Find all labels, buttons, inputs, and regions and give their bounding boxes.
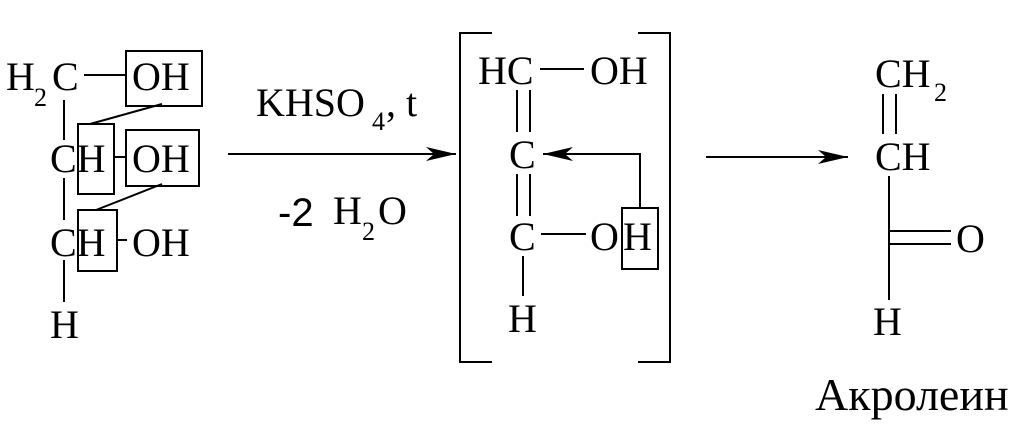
glycerol-ch2: CH (50, 136, 106, 181)
intermediate-structure: HC OH C C O H H (459, 32, 671, 363)
intermediate-c-bot: C (509, 214, 536, 259)
intermediate-oh-bot-h: H (623, 214, 652, 259)
glycerol-oh2: OH (132, 136, 190, 181)
minus-coefficient: -2 (278, 191, 314, 235)
acrolein-ch2-main: CH (875, 51, 931, 96)
intermediate-oh-bot-o: O (590, 214, 619, 259)
elimination-link-1 (89, 103, 163, 125)
reagent-subscript: 4 (372, 107, 385, 136)
glycerol-ch3: CH (50, 220, 106, 265)
intermediate-hc: HC (478, 48, 534, 93)
intermediate-oh-top: OH (590, 48, 648, 93)
reagent-tail: , t (386, 80, 417, 125)
acrolein-h: H (873, 299, 902, 344)
reaction-arrow-1-group: KHSO 4 , t -2 H 2 O (228, 80, 456, 246)
glycerol-oh3: OH (132, 220, 190, 265)
glycerol-structure: H 2 C OH CH OH CH OH H (6, 50, 203, 347)
acrolein-ch2-subscript: 2 (934, 78, 947, 107)
bracket-right (638, 32, 671, 363)
water-h: H (333, 188, 362, 233)
glycerol-h2c-h: H (6, 54, 35, 99)
acrolein-ch: CH (875, 134, 931, 179)
elimination-link-2 (95, 183, 163, 211)
highlight-box-h2 (77, 123, 115, 195)
glycerol-h2c-c: C (52, 54, 79, 99)
bracket-left (459, 32, 492, 363)
intermediate-h-bottom: H (508, 296, 537, 341)
acrolein-name: Акролеин (815, 369, 1009, 420)
water-o: O (378, 188, 407, 233)
acrolein-o: O (956, 216, 985, 261)
water-subscript: 2 (362, 217, 375, 246)
glycerol-oh1: OH (132, 54, 190, 99)
glycerol-h-bottom: H (50, 302, 79, 347)
highlight-box-oh1 (125, 50, 203, 107)
acrolein-structure: CH 2 CH O H Акролеин (815, 51, 1009, 420)
reagent-khso-main: KHSO (256, 80, 365, 125)
hydrogen-migration-arrow (543, 147, 641, 208)
glycerol-h2c-subscript: 2 (34, 83, 47, 112)
highlight-box-oh2 (125, 129, 200, 187)
intermediate-c-mid: C (509, 132, 536, 177)
